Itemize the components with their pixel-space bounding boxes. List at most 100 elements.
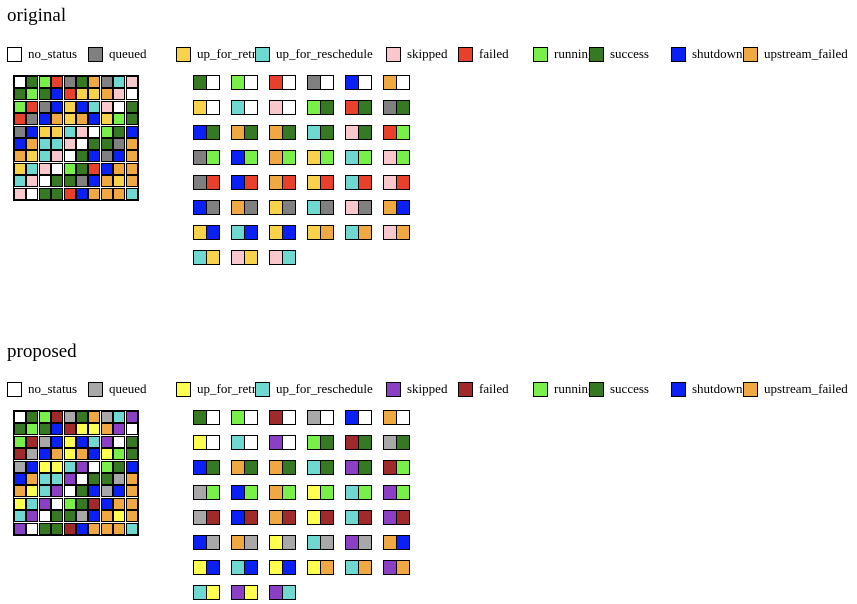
pair-swatch: [244, 225, 258, 240]
matrix-cell: [88, 150, 101, 163]
pair-swatch: [282, 460, 296, 475]
matrix-cell: [100, 138, 113, 150]
matrix-cell: [88, 448, 101, 461]
matrix-cell: [14, 485, 26, 498]
pair-swatch: [231, 250, 245, 265]
color-pair: [231, 100, 259, 115]
pair-swatch: [206, 75, 220, 90]
pair-swatch: [345, 225, 359, 240]
pair-swatch: [307, 510, 321, 525]
matrix-cell: [51, 411, 64, 423]
matrix-cell: [14, 138, 26, 150]
pair-swatch: [231, 560, 245, 575]
color-pair: [345, 535, 373, 550]
color-pair: [307, 510, 335, 525]
pair-swatch: [244, 485, 258, 500]
legend-label: failed: [479, 381, 509, 396]
matrix-cell: [14, 175, 26, 188]
pair-swatch: [206, 560, 220, 575]
matrix-cell: [88, 435, 101, 448]
matrix-cell: [88, 510, 101, 523]
legend-label: up_for_reschedule: [276, 381, 373, 396]
pair-swatch: [206, 535, 220, 550]
pair-swatch: [193, 460, 207, 475]
color-pair: [269, 410, 297, 425]
color-pair: [269, 75, 297, 90]
matrix-cell: [38, 187, 51, 200]
pair-swatch: [206, 410, 220, 425]
matrix-cell: [51, 187, 64, 200]
matrix-cell: [76, 100, 88, 113]
pair-swatch: [193, 125, 207, 140]
pair-swatch: [244, 75, 258, 90]
matrix-cell: [14, 522, 26, 535]
pair-swatch: [345, 75, 359, 90]
pair-swatch: [307, 225, 321, 240]
pair-swatch: [193, 410, 207, 425]
pair-swatch: [320, 125, 334, 140]
pair-swatch: [307, 485, 321, 500]
matrix-cell: [100, 448, 113, 461]
matrix-cell: [100, 187, 113, 200]
matrix-cell: [100, 460, 113, 473]
matrix-cell: [26, 460, 39, 473]
pair-swatch: [358, 410, 372, 425]
matrix-cell: [88, 473, 101, 485]
matrix-cell: [125, 175, 138, 188]
pair-swatch: [396, 125, 410, 140]
pair-swatch: [231, 75, 245, 90]
pair-swatch: [383, 535, 397, 550]
color-pair: [383, 225, 411, 240]
color-pair: [193, 100, 221, 115]
legend-swatch: [533, 382, 548, 397]
pair-swatch: [269, 250, 283, 265]
color-pair: [193, 510, 221, 525]
pair-swatch: [358, 200, 372, 215]
pair-swatch: [282, 125, 296, 140]
color-pair: [383, 535, 411, 550]
pair-swatch: [206, 510, 220, 525]
legend-swatch: [671, 47, 686, 62]
pair-swatch: [320, 535, 334, 550]
pair-swatch: [358, 100, 372, 115]
color-pair: [269, 250, 297, 265]
matrix-cell: [26, 423, 39, 436]
matrix-cell: [125, 162, 138, 175]
matrix-cell: [14, 510, 26, 523]
pair-swatch: [396, 100, 410, 115]
matrix-cell: [88, 411, 101, 423]
pair-swatch: [206, 250, 220, 265]
matrix-cell: [14, 162, 26, 175]
legend-swatch: [589, 47, 604, 62]
matrix-cell: [26, 150, 39, 163]
matrix-cell: [14, 125, 26, 138]
pair-swatch: [244, 250, 258, 265]
color-pair: [269, 560, 297, 575]
matrix-cell: [100, 100, 113, 113]
legend-label: running: [554, 46, 595, 61]
color-pair: [383, 560, 411, 575]
color-pair: [383, 510, 411, 525]
matrix-cell: [76, 435, 88, 448]
matrix-cell: [51, 510, 64, 523]
matrix-cell: [38, 473, 51, 485]
pair-swatch: [358, 435, 372, 450]
color-pair: [193, 175, 221, 190]
matrix-cell: [113, 510, 126, 523]
color-pair: [307, 485, 335, 500]
pair-swatch: [307, 200, 321, 215]
matrix-cell: [113, 88, 126, 101]
matrix-cell: [88, 88, 101, 101]
legend-label: up_for_retry: [197, 46, 263, 61]
matrix-cell: [14, 88, 26, 101]
pair-swatch: [244, 150, 258, 165]
pair-swatch: [244, 510, 258, 525]
matrix-cell: [38, 448, 51, 461]
color-pair: [231, 200, 259, 215]
pair-swatch: [383, 435, 397, 450]
pair-swatch: [320, 175, 334, 190]
matrix-cell: [113, 522, 126, 535]
matrix-cell: [26, 100, 39, 113]
color-pair: [345, 485, 373, 500]
matrix-cell: [51, 448, 64, 461]
